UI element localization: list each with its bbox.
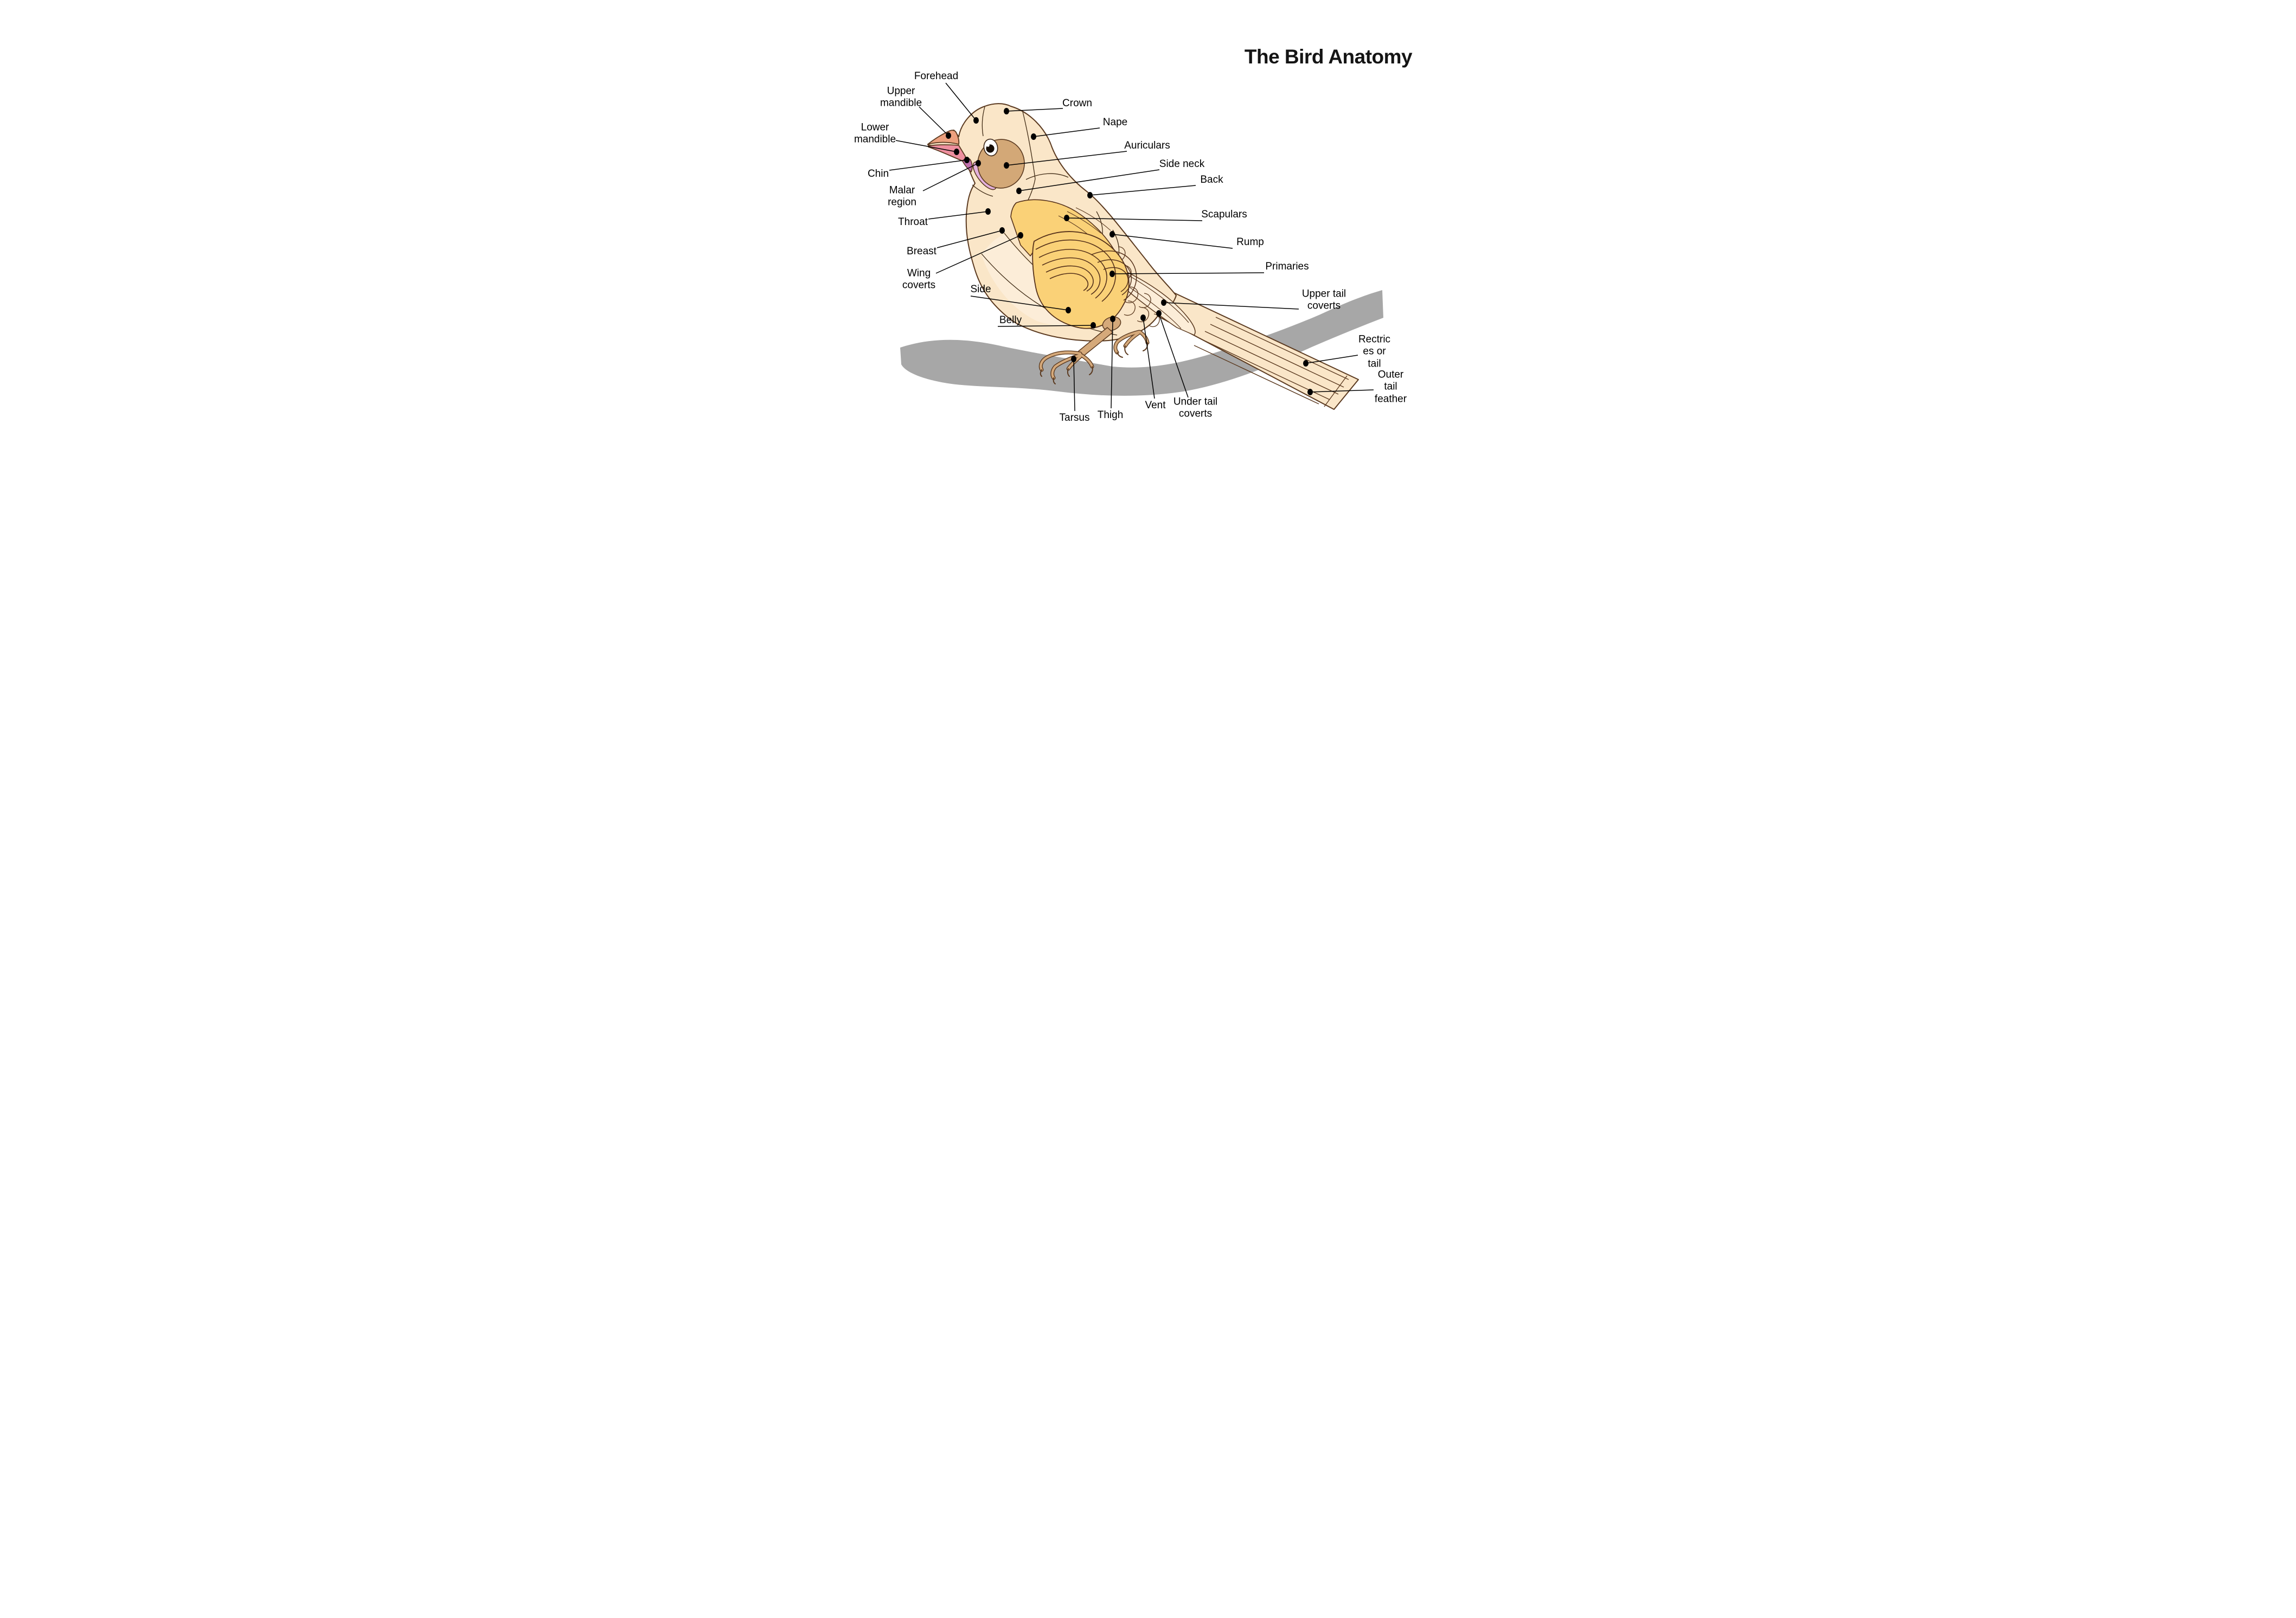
label-side-neck: Side neck <box>1159 158 1205 170</box>
leader-scapulars <box>1066 217 1202 221</box>
label-primaries: Primaries <box>1265 260 1309 272</box>
leader-vent <box>1142 317 1155 399</box>
leader-back <box>1089 185 1196 196</box>
leader-upper-tail-coverts <box>1163 302 1299 310</box>
leader-rectrices <box>1305 355 1358 364</box>
right-foot <box>1113 330 1149 358</box>
leader-wing-coverts <box>935 235 1021 274</box>
label-tarsus: Tarsus <box>1059 412 1090 423</box>
dot-malar-region <box>975 160 981 166</box>
leader-auriculars <box>1006 151 1127 166</box>
leader-upper-mandible <box>918 106 949 136</box>
dot-forehead <box>973 117 979 124</box>
label-throat: Throat <box>898 216 928 228</box>
dot-breast <box>999 227 1005 234</box>
leader-side <box>970 296 1068 311</box>
leader-lines <box>889 82 1374 412</box>
label-rump: Rump <box>1236 236 1264 248</box>
label-lower-mandible: Lower mandible <box>854 121 896 145</box>
dot-scapulars <box>1063 215 1069 221</box>
head-seams <box>972 106 1036 197</box>
label-rectrices-or-tail: Rectrices or tail <box>1358 333 1391 370</box>
dot-side <box>1065 307 1071 313</box>
label-under-tail-coverts: Under tail coverts <box>1173 396 1218 420</box>
label-belly: Belly <box>999 314 1022 326</box>
label-forehead: Forehead <box>914 70 959 82</box>
thigh-shape <box>1102 316 1121 331</box>
leader-lower-mandible <box>895 140 957 152</box>
leader-nape <box>1033 127 1100 137</box>
dot-crown <box>1003 108 1009 114</box>
label-crown: Crown <box>1062 97 1092 109</box>
upper-mandible-shape <box>927 130 959 145</box>
leader-outer-tail-feather <box>1310 389 1374 393</box>
dot-lower-mandible <box>953 149 959 155</box>
leader-tarsus <box>1073 358 1075 412</box>
dot-primaries <box>1109 271 1115 277</box>
dot-auriculars <box>1003 162 1009 169</box>
leader-throat <box>928 211 988 220</box>
leader-side-neck <box>1018 169 1159 191</box>
leader-crown <box>1006 108 1063 112</box>
label-outer-tail-feather: Outer tail feather <box>1374 369 1407 405</box>
label-vent: Vent <box>1145 399 1166 411</box>
label-thigh: Thigh <box>1097 409 1124 421</box>
leader-primaries <box>1112 272 1264 274</box>
dot-wing-coverts <box>1017 232 1023 239</box>
diagram-artwork <box>889 82 1383 412</box>
label-upper-tail-coverts: Upper tail coverts <box>1301 288 1346 312</box>
dot-under-tail-coverts <box>1156 310 1162 317</box>
branch <box>900 290 1383 396</box>
label-scapulars: Scapulars <box>1201 208 1247 220</box>
dot-upper-tail-coverts <box>1160 299 1166 306</box>
dot-tarsus <box>1070 356 1076 362</box>
label-side: Side <box>970 283 991 295</box>
dot-rectrices <box>1303 360 1309 367</box>
dot-throat <box>985 208 991 215</box>
label-upper-mandible: Upper mandible <box>880 85 922 109</box>
page-title: The Bird Anatomy <box>1244 46 1413 68</box>
leader-dots <box>945 108 1313 395</box>
dot-belly <box>1090 322 1096 329</box>
leader-forehead <box>945 82 977 121</box>
primaries-fan <box>1109 265 1196 336</box>
dot-back <box>1087 192 1093 198</box>
dot-chin <box>964 157 970 163</box>
leader-rump <box>1112 234 1233 249</box>
dot-outer-tail-feather <box>1307 389 1313 395</box>
tail-feather-lines <box>1194 317 1349 407</box>
label-wing-coverts: Wing coverts <box>902 267 936 291</box>
label-nape: Nape <box>1102 116 1128 128</box>
wing-stack-arcs-2 <box>1091 251 1137 301</box>
dot-side-neck <box>1016 188 1022 194</box>
dot-rump <box>1109 231 1115 237</box>
dot-nape <box>1030 133 1036 140</box>
dot-thigh <box>1109 316 1115 322</box>
label-malar-region: Malar region <box>888 184 916 208</box>
dot-upper-mandible <box>945 132 951 139</box>
leader-chin <box>889 159 967 171</box>
leader-under-tail-coverts <box>1158 313 1189 398</box>
label-breast: Breast <box>907 245 937 257</box>
bird-anatomy-diagram: The Bird Anatomy Forehead Upper mandible… <box>765 0 1531 540</box>
dot-vent <box>1140 314 1146 321</box>
label-back: Back <box>1200 174 1223 185</box>
leader-thigh <box>1110 318 1113 409</box>
label-auriculars: Auriculars <box>1124 139 1170 151</box>
leader-malar-region <box>922 163 978 191</box>
label-chin: Chin <box>867 168 889 179</box>
leader-belly <box>997 325 1093 327</box>
eye <box>983 138 998 157</box>
leader-breast <box>937 230 1002 248</box>
